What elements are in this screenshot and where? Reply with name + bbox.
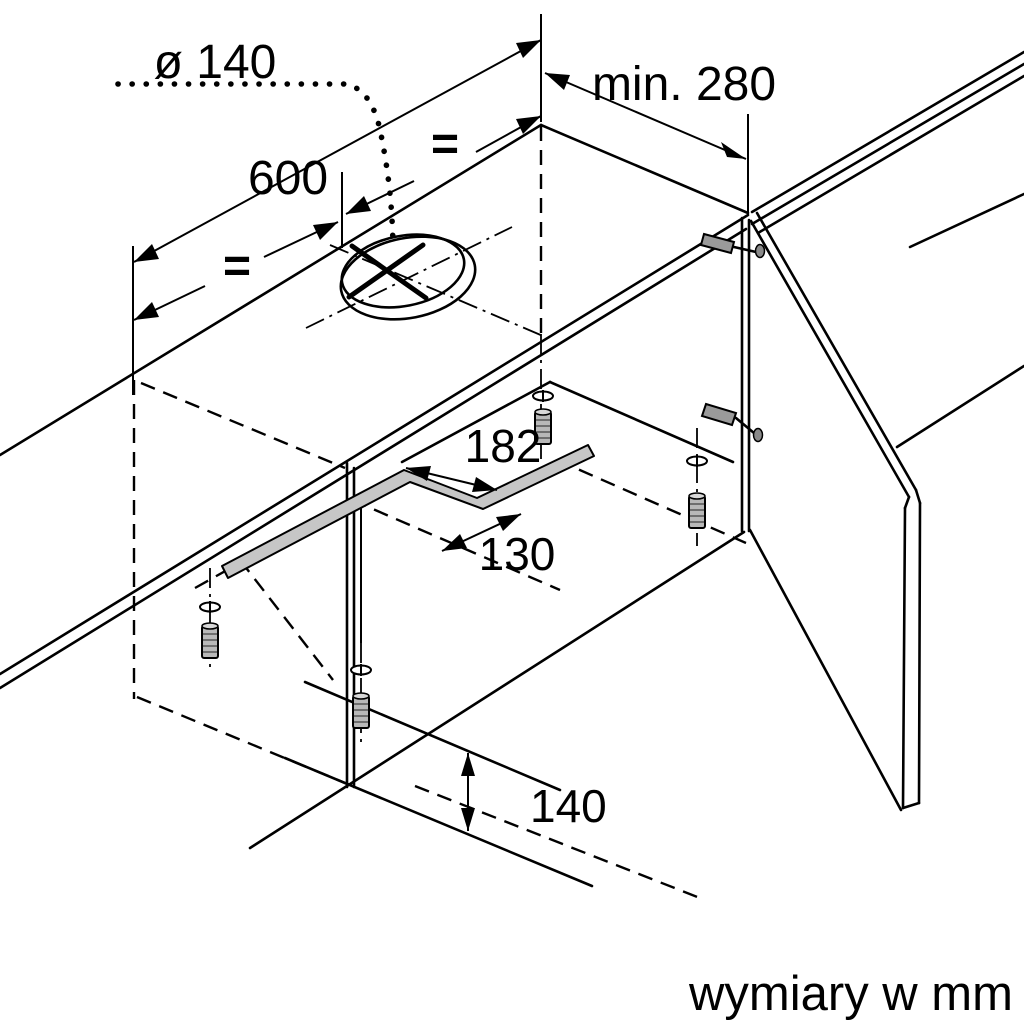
dim-line-min280 xyxy=(544,72,747,160)
units-caption: wymiary w mm xyxy=(688,967,1013,1021)
dim-line-600 xyxy=(133,39,542,263)
screw-left xyxy=(199,601,221,659)
hinge-bracket-lower xyxy=(700,402,738,427)
vent-hole xyxy=(339,233,477,321)
hinge-pin-lower xyxy=(752,427,764,443)
cabinet-structure xyxy=(0,50,1024,888)
screw-right xyxy=(686,455,708,529)
label-equal-right: = xyxy=(431,118,459,171)
label-width-600: 600 xyxy=(248,152,328,205)
label-182: 182 xyxy=(465,420,542,472)
label-hole-diameter: ø 140 xyxy=(154,36,277,89)
cabinet-door-open xyxy=(748,211,922,812)
label-130: 130 xyxy=(479,528,556,580)
hidden-edges xyxy=(132,126,747,900)
label-140: 140 xyxy=(530,780,607,832)
dimension-lines xyxy=(132,14,749,831)
screw-front-left xyxy=(350,664,372,729)
dimension-labels: ø 140 600 min. 280 = = 182 130 140 wymia… xyxy=(154,36,1013,1021)
label-min-280: min. 280 xyxy=(592,58,776,111)
mounting-plate xyxy=(221,444,595,579)
leader-dotted-line xyxy=(115,81,396,249)
screw-center xyxy=(532,390,554,445)
hinge-pin-upper xyxy=(754,243,766,259)
hinge-bracket-upper xyxy=(699,232,736,255)
hinge-hardware xyxy=(699,232,766,443)
label-equal-left: = xyxy=(223,240,251,293)
mounting-screws xyxy=(199,390,708,729)
